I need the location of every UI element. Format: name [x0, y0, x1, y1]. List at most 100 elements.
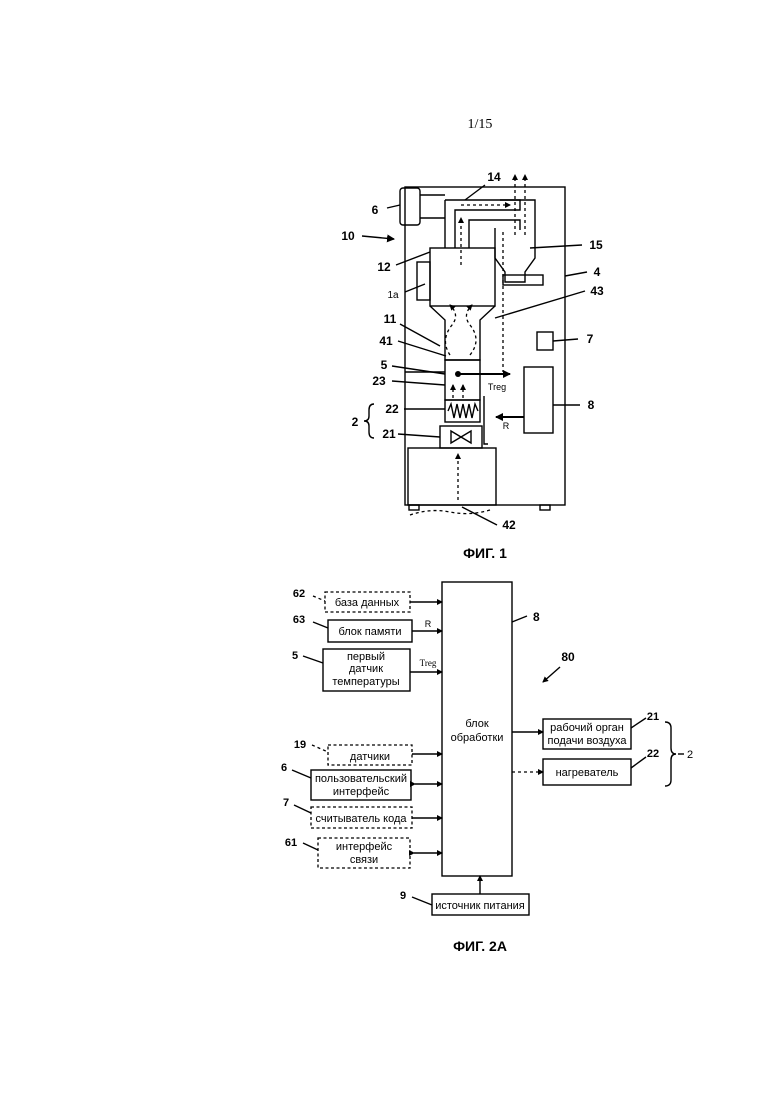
heater-tube — [445, 360, 480, 400]
leader-7 — [553, 339, 578, 341]
label-6: 6 — [372, 203, 379, 217]
heater-label: нагреватель — [556, 767, 619, 779]
page-number: 1/15 — [468, 117, 493, 132]
temp-sensor-signal: Treg — [420, 658, 437, 668]
leader-5 — [392, 366, 445, 374]
temp-sensor-line1: первый — [347, 651, 385, 663]
label-8: 8 — [588, 398, 595, 412]
label-7: 7 — [587, 332, 594, 346]
housing-outline — [405, 187, 565, 505]
power-supply-label: источник питания — [435, 900, 525, 912]
foot-right — [540, 505, 550, 510]
brace-2 — [364, 404, 374, 438]
memory-label: блок памяти — [338, 626, 401, 638]
airflow-funnel-right — [466, 305, 476, 355]
memory-signal-r: R — [425, 619, 432, 629]
leader-21b — [631, 718, 646, 728]
label-42: 42 — [502, 518, 516, 532]
label-6b: 6 — [281, 762, 287, 774]
label-12: 12 — [377, 260, 391, 274]
leader-7b — [294, 805, 311, 813]
label-7b: 7 — [283, 797, 289, 809]
controller-unit — [524, 367, 553, 433]
fig2a-caption: ФИГ. 2А — [453, 938, 507, 954]
leader-62 — [313, 596, 325, 601]
label-2b: 2 — [687, 749, 693, 761]
arrow-80 — [543, 667, 560, 682]
label-10: 10 — [341, 229, 355, 243]
label-treg: Treg — [488, 382, 506, 392]
label-19: 19 — [294, 739, 306, 751]
foot-left — [409, 505, 419, 510]
airflow-bottom — [410, 510, 490, 515]
leader-61 — [303, 843, 318, 850]
leader-42 — [462, 507, 497, 525]
label-14: 14 — [487, 170, 501, 184]
leader-63 — [313, 622, 328, 628]
label-15: 15 — [589, 238, 603, 252]
fan-valve-symbol — [451, 431, 471, 443]
label-21: 21 — [382, 427, 396, 441]
exhaust-duct-outer — [445, 200, 520, 248]
leader-12 — [396, 252, 430, 265]
leader-15 — [530, 245, 582, 248]
leader-19 — [312, 745, 328, 752]
air-blower-line1: рабочий орган — [550, 722, 624, 734]
label-8b: 8 — [533, 610, 540, 624]
fig1-caption: ФИГ. 1 — [463, 545, 507, 561]
leader-6 — [387, 205, 400, 208]
label-11: 11 — [384, 312, 397, 326]
label-21b: 21 — [647, 711, 659, 723]
database-label: база данных — [335, 597, 400, 609]
leader-8b — [512, 616, 527, 622]
leader-23 — [392, 381, 445, 385]
label-5: 5 — [381, 358, 388, 372]
r-bracket — [484, 396, 488, 444]
brace-2b — [665, 722, 676, 786]
label-62: 62 — [293, 588, 305, 600]
user-interface-line2: интерфейс — [333, 786, 390, 798]
roasting-chamber — [430, 248, 495, 306]
label-9: 9 — [400, 890, 406, 902]
leader-6b — [292, 770, 311, 778]
label-22: 22 — [385, 402, 399, 416]
fig2a-block-diagram: блок обработки 8 80 база данных 62 блок … — [281, 582, 693, 915]
cyclone-bin — [503, 275, 543, 285]
air-blower-line2: подачи воздуха — [548, 735, 628, 747]
label-r: R — [503, 421, 510, 431]
leader-4 — [565, 272, 587, 276]
code-reader — [537, 332, 553, 350]
leader-1a — [405, 284, 425, 292]
leader-5b — [303, 656, 323, 663]
user-interface-line1: пользовательский — [315, 773, 407, 785]
leader-21 — [398, 434, 440, 437]
label-1a: 1a — [387, 290, 399, 301]
leader-11 — [400, 324, 440, 346]
sensors-label: датчики — [350, 751, 390, 763]
leader-43 — [495, 291, 585, 318]
temp-sensor-line2: датчик — [349, 663, 383, 675]
label-80: 80 — [561, 650, 575, 664]
leader-9 — [412, 897, 432, 905]
label-41: 41 — [379, 334, 393, 348]
label-23: 23 — [372, 374, 386, 388]
air-inlet-base — [408, 448, 496, 505]
label-43: 43 — [590, 284, 604, 298]
airflow-funnel-left — [445, 305, 455, 355]
processor-line2: обработки — [451, 732, 504, 744]
heater-coil — [448, 404, 478, 418]
user-interface-knob — [400, 188, 420, 225]
label-5b: 5 — [292, 650, 298, 662]
label-61: 61 — [285, 837, 297, 849]
fig1-apparatus: 6 10 14 15 12 4 1a 43 11 7 41 5 23 Treg … — [341, 170, 604, 532]
label-22b: 22 — [647, 748, 659, 760]
label-63: 63 — [293, 614, 305, 626]
chamber-funnel — [430, 306, 495, 360]
processor-line1: блок — [465, 718, 488, 730]
label-4: 4 — [594, 265, 601, 279]
comm-interface-line1: интерфейс — [336, 841, 393, 853]
comm-interface-line2: связи — [350, 854, 378, 866]
cyclone-separator — [495, 200, 535, 282]
arrow-10 — [362, 236, 394, 239]
